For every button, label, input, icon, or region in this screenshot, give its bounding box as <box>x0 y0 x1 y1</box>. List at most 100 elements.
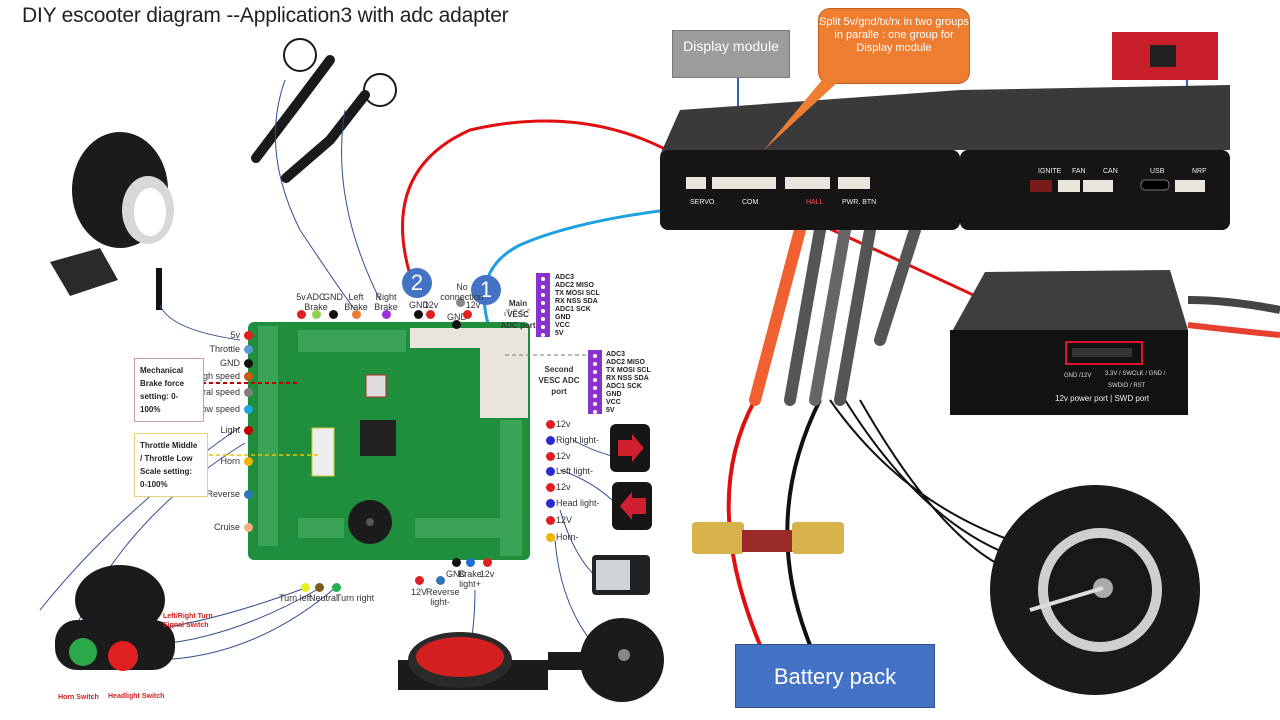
main-vesc-label: Main VESC ADC port <box>500 299 536 330</box>
left-pin-reverse-label: Reverse <box>206 489 240 499</box>
ubox-port-label-swd: 3.3V / SWCLK / GND / <box>1105 371 1166 377</box>
top-connector-pin-4-dot <box>463 310 472 319</box>
left-pin-neutral-speed-dot <box>244 388 253 397</box>
bottom-right-pin-4-dot <box>483 558 492 567</box>
top-connector-pin-1-dot <box>426 310 435 319</box>
second-vesc-label: Second VESC ADC port <box>538 365 580 396</box>
hall-port-label: HALL <box>806 199 824 206</box>
right-pin-0-label: 12v <box>556 419 571 429</box>
brake-levers-image <box>251 38 397 183</box>
diagram-title: DIY escooter diagram --Application3 with… <box>22 4 509 27</box>
left-pin-cruise-label: Cruise <box>213 522 240 532</box>
bottom-left-pin-0-label: Turn left <box>279 593 312 603</box>
horn-switch-label: Horn Switch <box>58 694 99 701</box>
second-vesc-pin-name: 5V <box>606 407 615 414</box>
bottom-right-pin-1-label: Reverse light- <box>426 587 460 607</box>
top-pin-1-dot <box>312 310 321 319</box>
top-pin-2-dot <box>329 310 338 319</box>
bottom-right-pin-2-label: GND <box>446 569 466 579</box>
left-pin-low-speed-dot <box>244 405 253 414</box>
right-pin-5-dot <box>546 499 555 508</box>
pwr-btn-port-label: PWR. BTN <box>842 199 877 206</box>
top-pin-1-label: ADC Brake <box>304 292 328 312</box>
bottom-right-pin-3-label: Brake light+ <box>458 569 482 589</box>
top-connector-pin-2-label: No connection <box>440 282 484 302</box>
second-vesc-pin-name: VCC <box>606 399 621 406</box>
second-vesc-pin-header <box>588 350 602 414</box>
right-pin-7-label: Horn- <box>556 532 579 542</box>
brake-tail-light-image <box>398 632 548 690</box>
bottom-left-pin-1-label: Neutral <box>309 593 339 603</box>
left-pin-throttle-dot <box>244 345 253 354</box>
main-vesc-pin-name: GND <box>555 314 571 321</box>
left-pin-light-dot <box>244 426 253 435</box>
hub-motor-wheel-image <box>990 485 1200 695</box>
throttle-scale-note-line: / Throttle Low <box>140 454 193 463</box>
top-pin-3-dot <box>352 310 361 319</box>
turn-signal-lights-image <box>592 424 652 595</box>
ignite-port-label: IGNITE <box>1038 168 1062 175</box>
display-module-box: Display module <box>672 30 790 78</box>
bottom-right-pin-0-label: 12V <box>410 587 427 597</box>
bottom-left-pin-1-dot <box>315 583 324 592</box>
ubox-port-label-swdio: SWDIO / RST <box>1108 383 1146 389</box>
can-port-label: CAN <box>1103 168 1118 175</box>
thumb-throttle-image <box>50 132 174 310</box>
top-pin-0-label: 5v <box>296 292 306 302</box>
left-pin-neutral-speed-label: Neutral speed <box>183 387 240 397</box>
main-vesc-pin-name: RX NSS SDA <box>555 298 598 305</box>
top-connector-pin-0-label: GND <box>409 300 429 310</box>
turn-signal-switch-label: Left/Right Turn Signal Switch <box>163 613 213 629</box>
left-pin-high-speed-dot <box>244 372 253 381</box>
top-connector-pin-3-dot <box>452 320 461 329</box>
brake-force-note-line: Mechanical <box>140 366 184 375</box>
right-pin-7-dot <box>546 533 555 542</box>
main-vesc-pin-name: TX MOSI SCL <box>555 290 600 297</box>
bottom-right-pin-2-dot <box>452 558 461 567</box>
left-pin-high-speed-label: High speed <box>194 371 240 381</box>
second-vesc-pin-name: ADC1 SCK <box>606 383 642 390</box>
right-pin-0-dot <box>546 420 555 429</box>
marker-2: 2 <box>402 268 432 298</box>
battery-pack-box: Battery pack <box>735 644 935 708</box>
main-vesc-pin-header <box>536 273 550 337</box>
right-pin-2-label: 12v <box>556 451 571 461</box>
headlight-switch-label: Headlight Switch <box>108 693 165 700</box>
com-port-label: COM <box>742 199 759 206</box>
bottom-left-pin-0-dot <box>301 583 310 592</box>
top-pin-3-label: Left Brake <box>344 292 368 312</box>
left-pin-gnd-dot <box>244 359 253 368</box>
right-pin-2-dot <box>546 452 555 461</box>
marker-1: 1 <box>471 275 501 305</box>
adc-adapter-pcb-image <box>248 322 530 560</box>
bottom-right-pin-3-dot <box>466 558 475 567</box>
second-vesc-pin-name: TX MOSI SCL <box>606 367 651 374</box>
right-pin-5-label: Head light- <box>556 498 600 508</box>
ubox-footer-label: 12v power port | SWD port <box>1055 394 1150 403</box>
fan-port-label: FAN <box>1072 168 1086 175</box>
nrf-port-label: NRF <box>1192 168 1207 175</box>
main-vesc-pin-name: ADC1 SCK <box>555 306 591 313</box>
vesc-controller-image <box>660 85 1230 230</box>
top-connector-pin-4-label: 12v <box>465 300 481 310</box>
right-pin-1-dot <box>546 436 555 445</box>
throttle-scale-note-line: 0-100% <box>140 480 168 489</box>
throttle-scale-note-line: Scale setting: <box>140 467 193 476</box>
left-pin-gnd-label: GND <box>220 358 240 368</box>
main-vesc-pin-name: VCC <box>555 322 570 329</box>
top-connector-pin-1-label: 12v <box>423 300 439 310</box>
bottom-left-pin-2-label: Turn right <box>336 593 375 603</box>
top-connector-pin-3-label: GND <box>447 312 467 322</box>
left-pin-horn-label: Horn <box>220 456 240 466</box>
left-pin-throttle-label: Throttle <box>209 344 240 354</box>
bottom-right-pin-1-dot <box>436 576 445 585</box>
bottom-left-pin-2-dot <box>332 583 341 592</box>
top-pin-2-label: GND <box>323 292 343 302</box>
throttle-scale-note-line: Throttle Middle <box>140 441 198 450</box>
brake-force-note: Mechanical Brake force setting: 0-100% <box>134 358 204 422</box>
throttle-scale-note: Throttle Middle / Throttle Low Scale set… <box>134 433 208 497</box>
bottom-right-pin-4-label: 12v <box>479 569 495 579</box>
